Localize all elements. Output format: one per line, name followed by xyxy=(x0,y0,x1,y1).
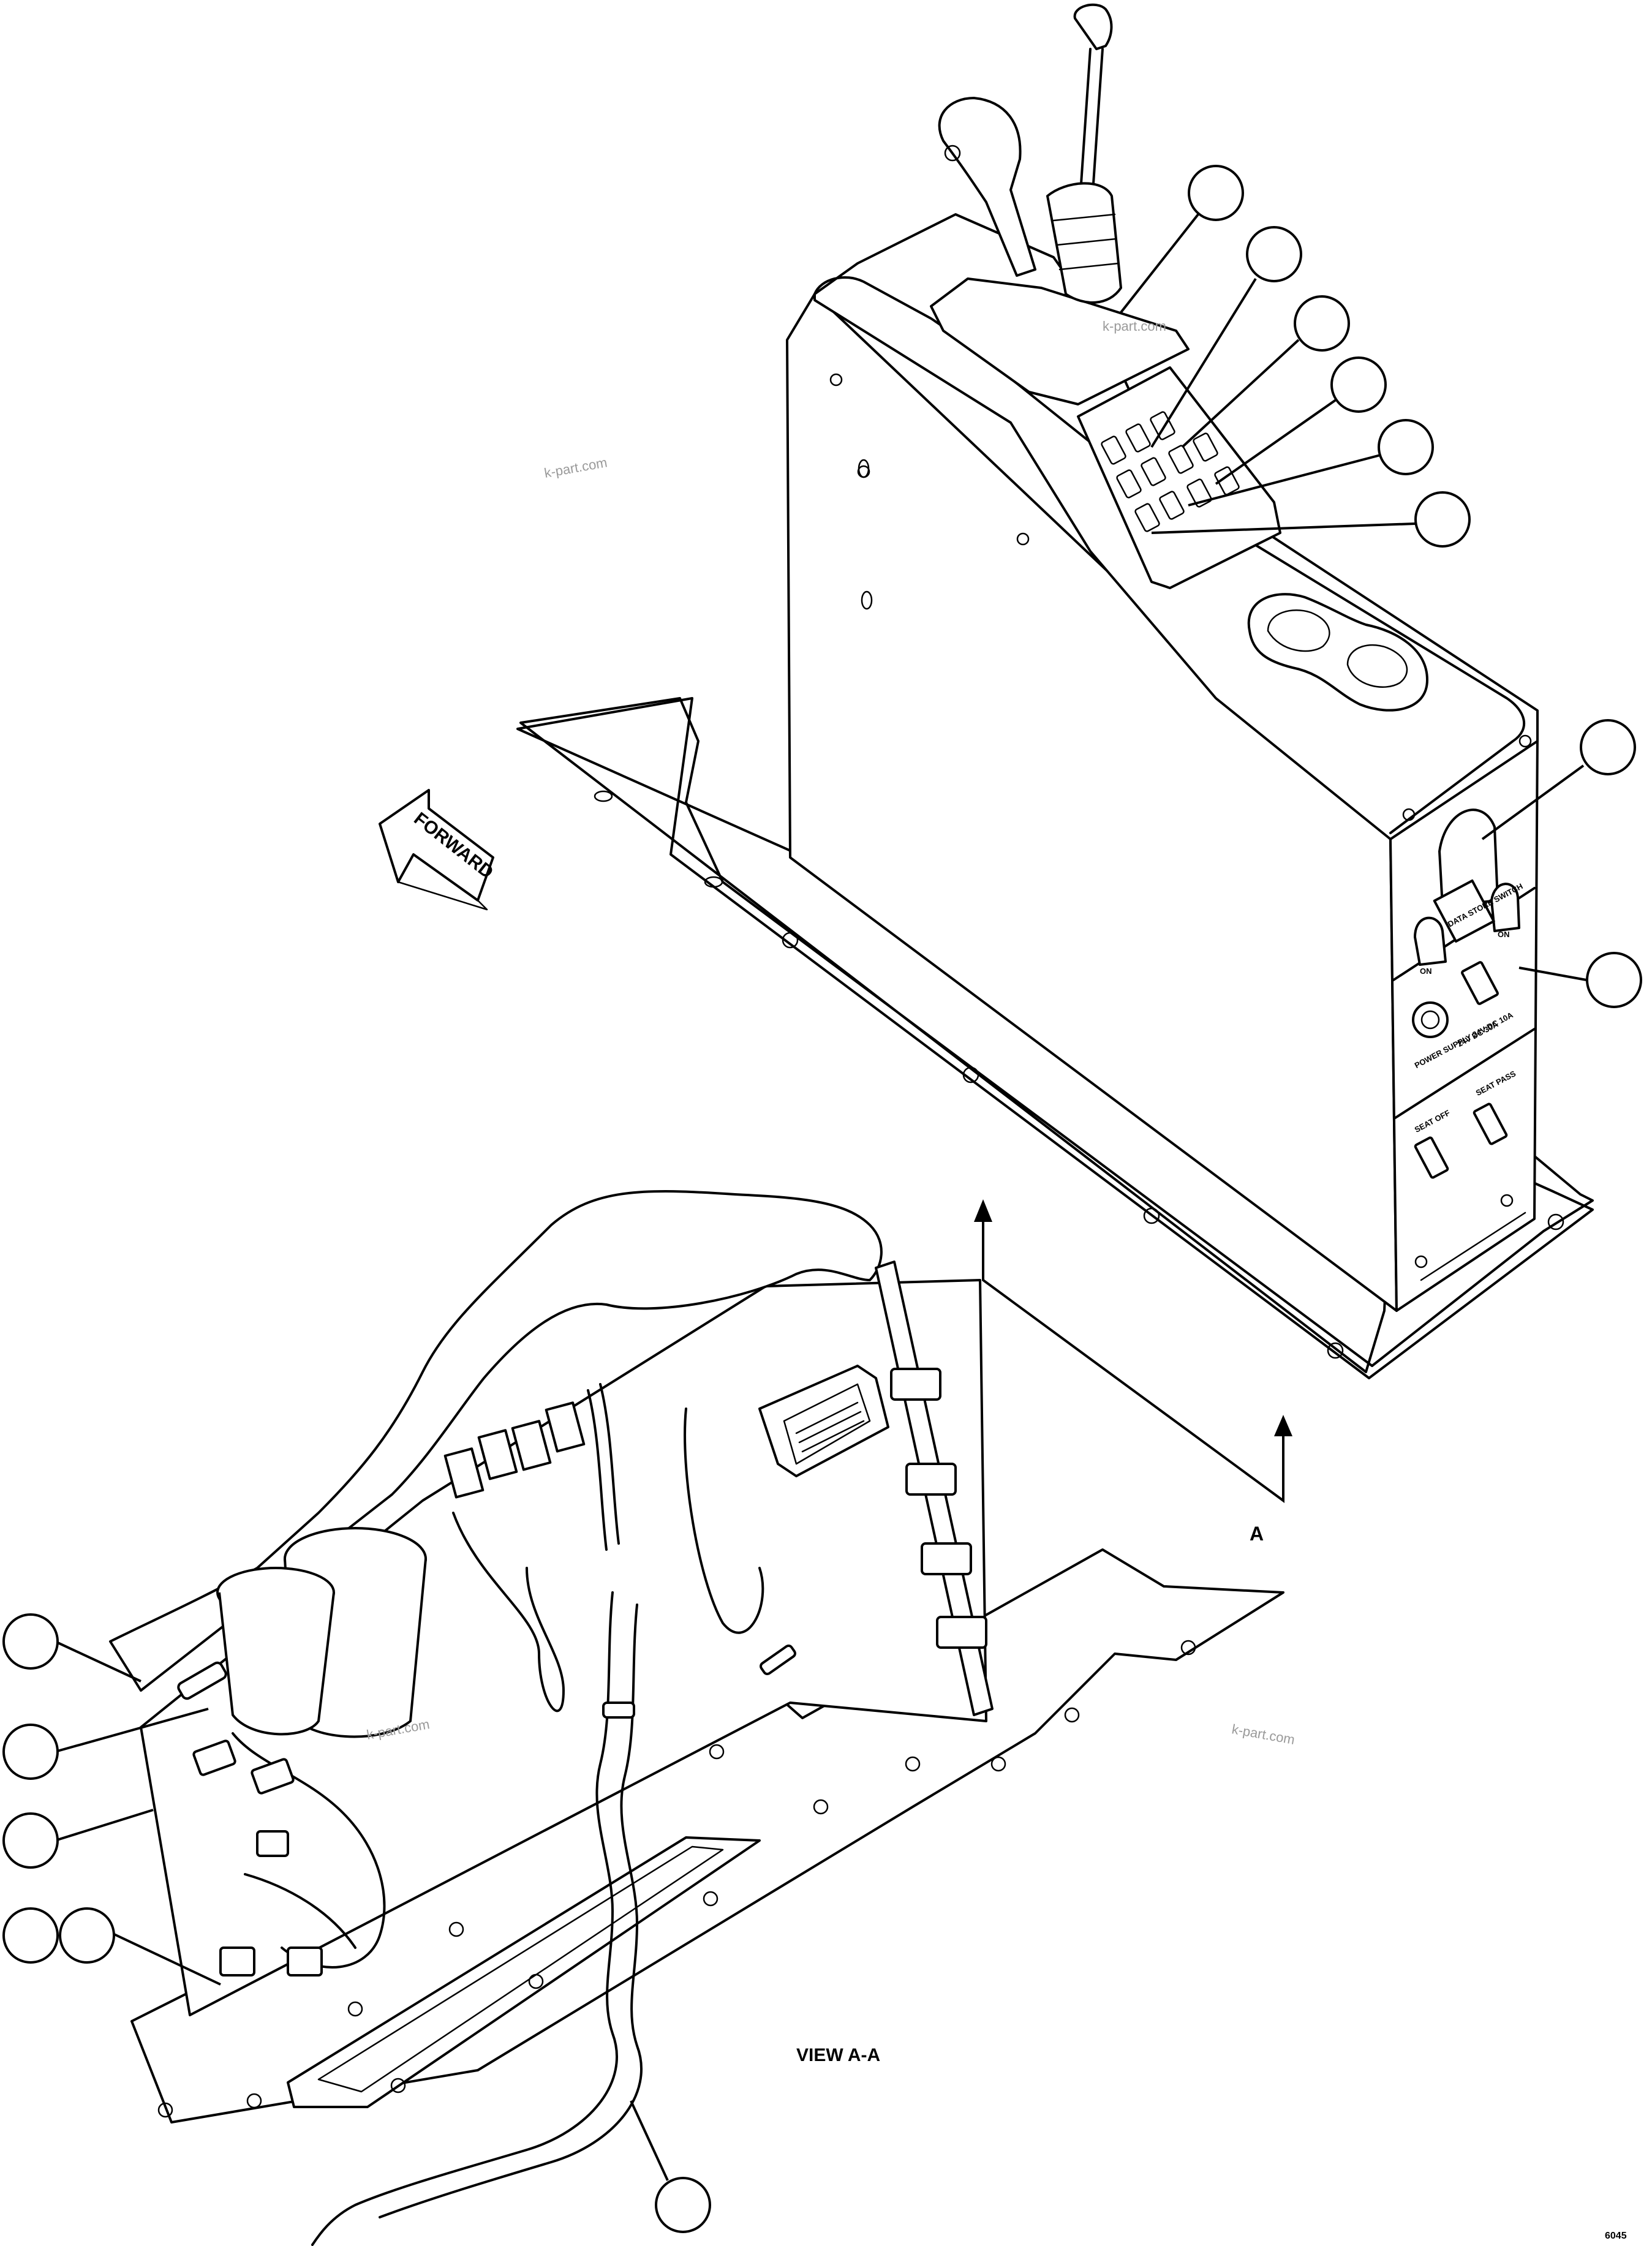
callout-bubble xyxy=(1586,952,1642,1008)
rotary-switch-right xyxy=(1490,883,1520,932)
joystick xyxy=(1046,3,1122,304)
lower-cup-holder xyxy=(216,1527,427,1738)
wiring-harness xyxy=(232,1383,764,2246)
callout-bubble xyxy=(1294,295,1350,352)
callout-bubble xyxy=(2,1907,59,1964)
callout-bubble xyxy=(59,1907,115,1964)
section-marker-a-bottom: A xyxy=(1250,1523,1264,1545)
power-port-switch xyxy=(1461,961,1499,1005)
cover-flap xyxy=(1438,808,1499,908)
forward-arrow: FORWARD xyxy=(379,789,497,911)
callout-bubble xyxy=(2,1724,59,1780)
view-a-a-assembly: VIEW A-A xyxy=(2,1190,1284,2246)
fuse-blocks xyxy=(890,1368,987,1649)
data-store-switch-plate xyxy=(1433,879,1495,943)
switch-panel xyxy=(1077,366,1281,589)
base-plate-bolts xyxy=(594,790,1564,1359)
callout-bubble xyxy=(1330,356,1387,413)
console-screws xyxy=(829,373,1532,1268)
switch-buttons xyxy=(1101,411,1240,532)
callout-bubble xyxy=(1414,491,1471,548)
ecm-module xyxy=(758,1365,889,1477)
watermark: k-part.com xyxy=(543,454,609,481)
watermark: k-part.com xyxy=(1231,1721,1296,1747)
callout-bubble xyxy=(655,2177,711,2233)
power-outlet xyxy=(1412,1001,1449,1038)
callouts-bottom-left xyxy=(2,1613,711,2233)
shifter-bezel xyxy=(930,277,1190,405)
seat-pass-switch xyxy=(1473,1102,1508,1145)
base-plate-outline xyxy=(516,697,1594,1379)
callout-bubble xyxy=(1378,419,1434,475)
callouts-top-right xyxy=(1120,165,1642,1008)
lower-plate-bolts xyxy=(157,1640,1196,2118)
callout-bubble xyxy=(1580,719,1636,775)
view-a-a-label: VIEW A-A xyxy=(796,2045,880,2065)
lower-base-plate xyxy=(130,1548,1284,2124)
seat-off-switch xyxy=(1414,1136,1449,1179)
watermark: k-part.com xyxy=(1103,318,1166,334)
callout-bubble xyxy=(2,1613,59,1670)
on-label-right: ON xyxy=(1498,930,1510,939)
on-label-left: ON xyxy=(1420,967,1432,976)
upper-console-assembly: DATA STORE SWITCH ON ON POWER SUPPLY 24V… xyxy=(379,3,1642,1545)
callout-bubble xyxy=(1246,226,1302,282)
shift-lever xyxy=(938,97,1036,277)
section-a-indicator: A A xyxy=(956,1199,1292,1545)
console-base-plate xyxy=(519,697,1594,1373)
rotary-switch-left xyxy=(1414,916,1447,966)
relay-block xyxy=(443,1401,586,1499)
callout-bubble xyxy=(1188,165,1244,221)
lower-top-yoke xyxy=(109,1190,883,1692)
figure-id: 6045 xyxy=(1605,2231,1627,2241)
connectors xyxy=(177,1644,796,1977)
cup-holder xyxy=(1247,593,1428,712)
callout-bubble xyxy=(2,1812,59,1869)
